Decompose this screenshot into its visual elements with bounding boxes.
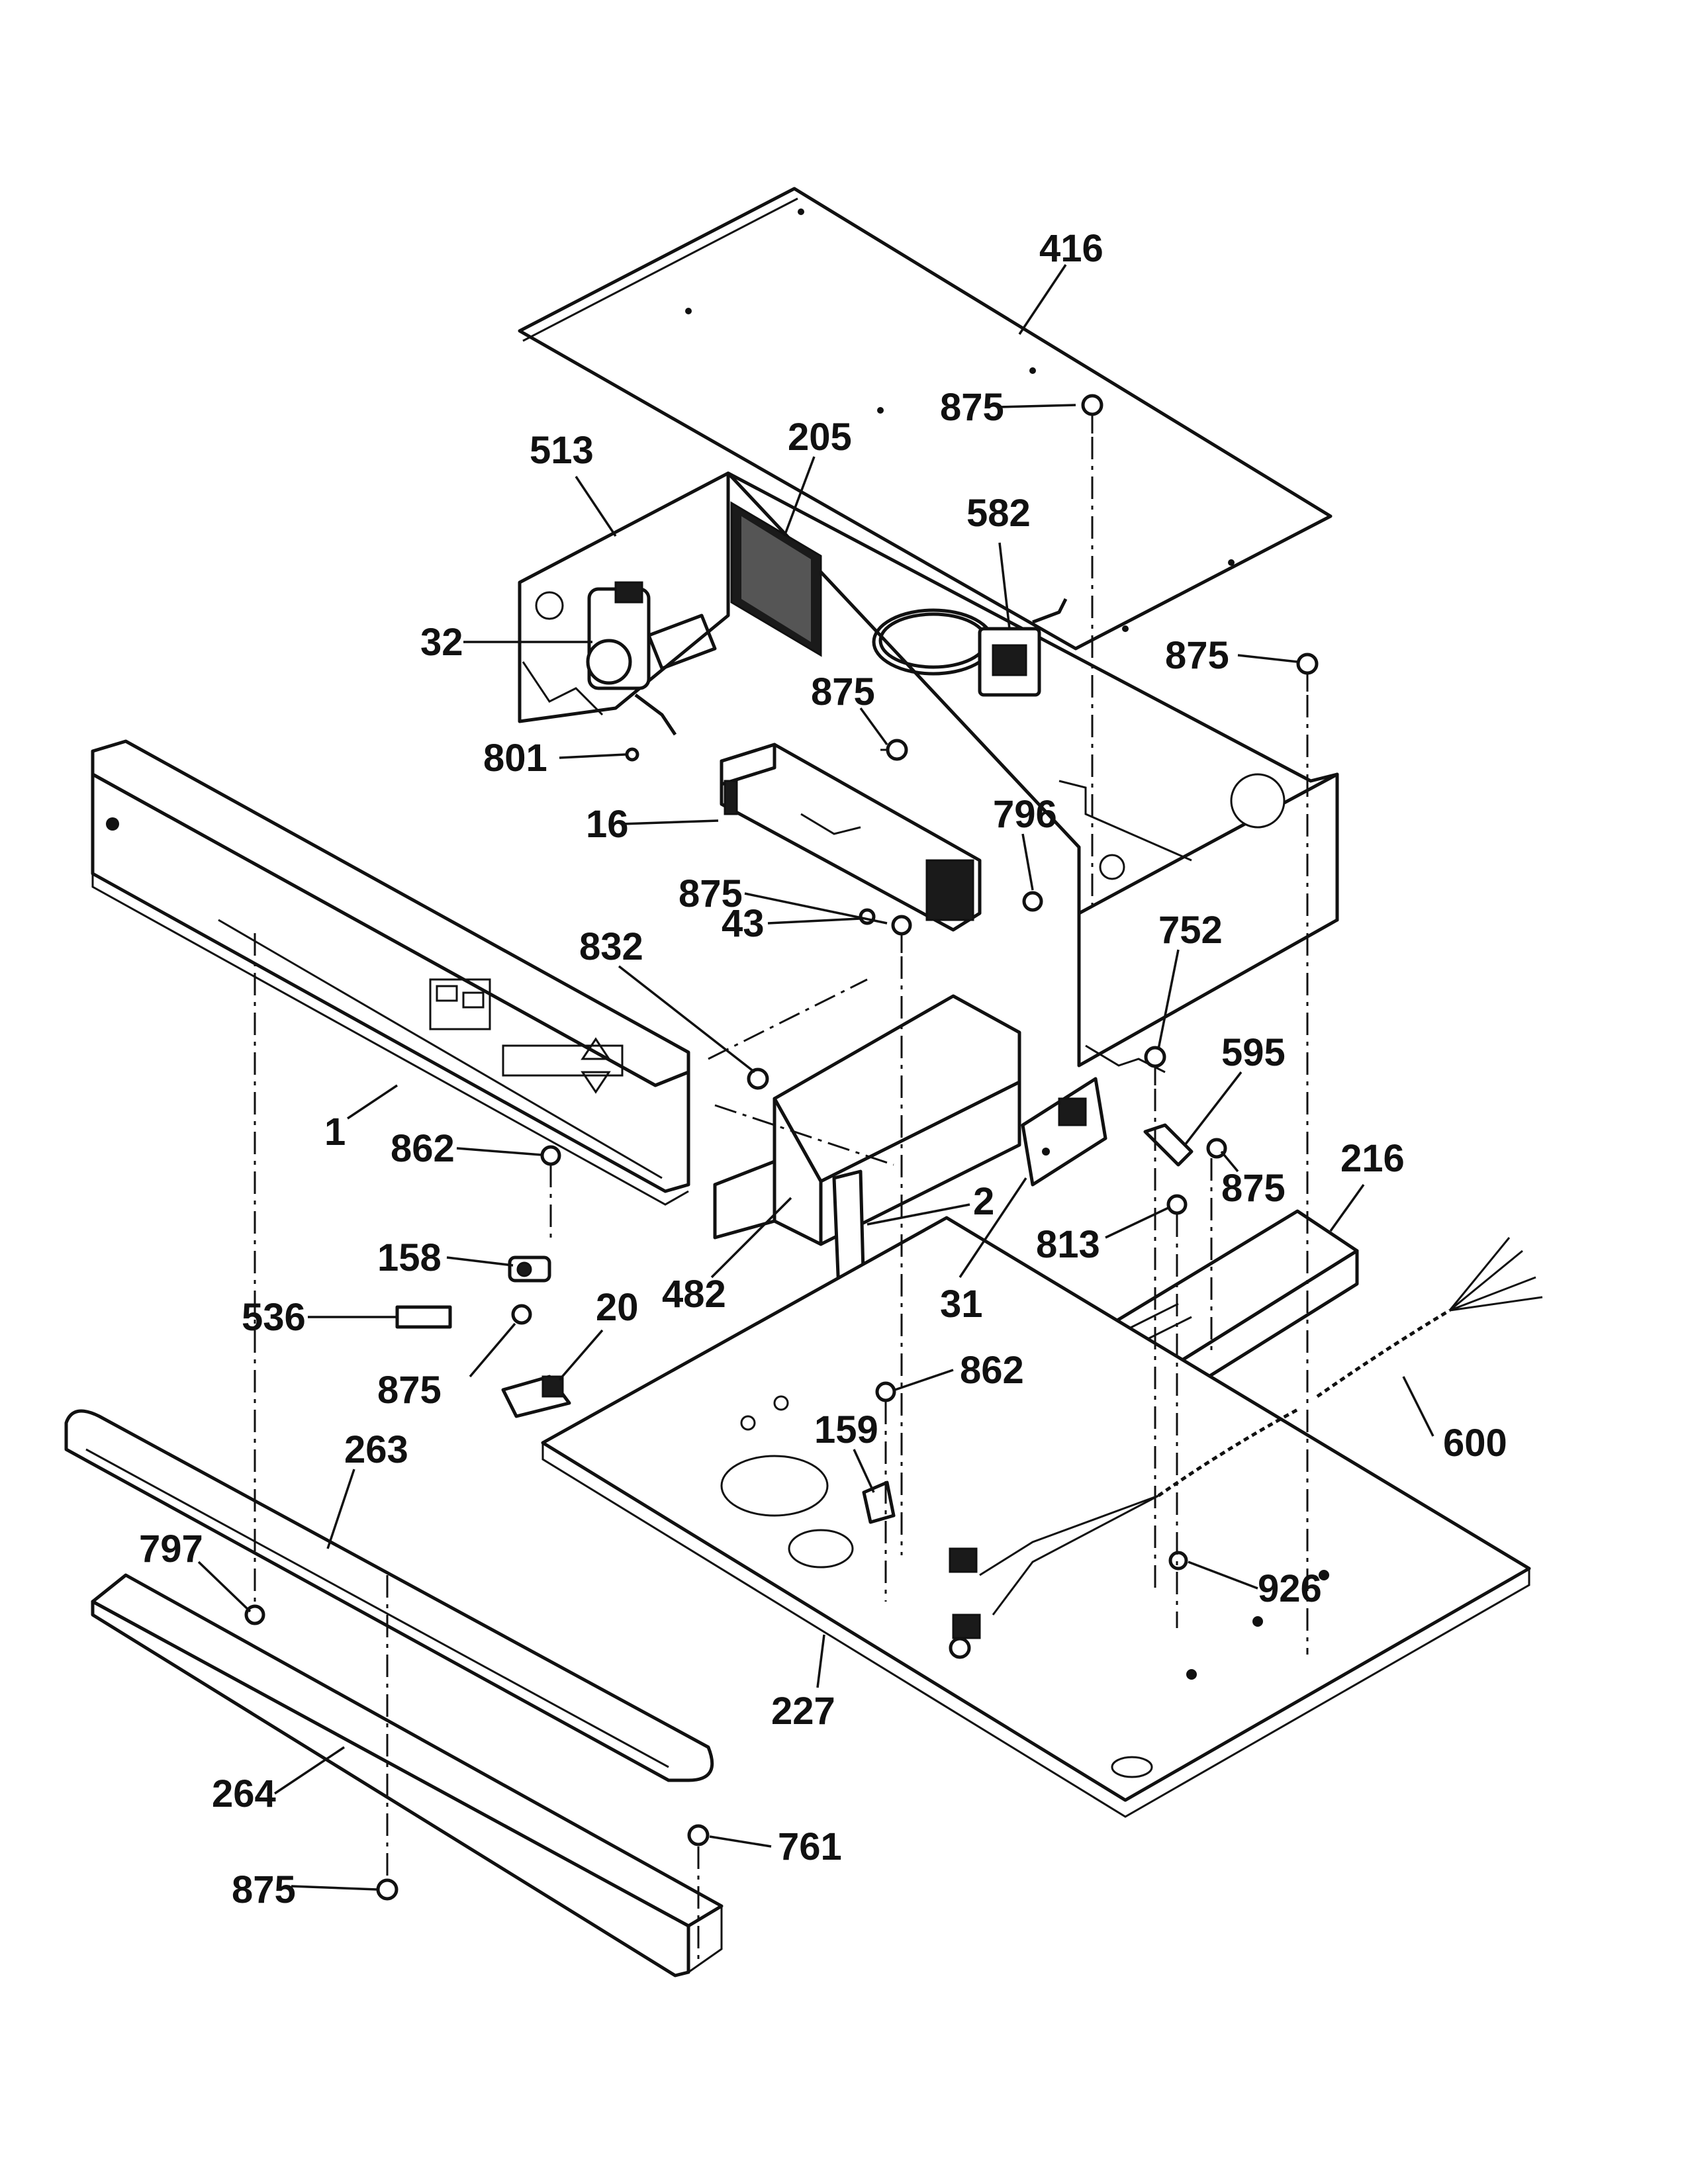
part-bracket: [713, 994, 1021, 1309]
callout-595: 595: [1221, 1031, 1286, 1074]
callout-875: 875: [811, 670, 875, 713]
part-relay-board: [1021, 1077, 1107, 1187]
part-base-plate: [541, 1216, 1531, 1818]
part-wire-harness: [949, 1237, 1543, 1659]
callout-482: 482: [662, 1273, 726, 1316]
callout-536: 536: [242, 1296, 306, 1339]
callout-20: 20: [596, 1286, 639, 1329]
callout-205: 205: [788, 416, 852, 459]
callout-862: 862: [391, 1127, 455, 1170]
callout-926: 926: [1258, 1567, 1322, 1610]
callout-752: 752: [1158, 909, 1223, 952]
part-top-cover: [518, 187, 1333, 651]
part-lower-trim: [64, 1409, 714, 1782]
callout-labels: 416 875 513 205 582 32 875 875 801 16 79…: [139, 227, 1507, 1911]
callout-582: 582: [966, 492, 1031, 535]
callout-263: 263: [344, 1428, 408, 1471]
callout-761: 761: [778, 1825, 842, 1868]
leader-lines: [197, 264, 1434, 1891]
alignment-lines: [254, 437, 1309, 1959]
callout-796: 796: [993, 793, 1057, 836]
part-control-panel: [91, 739, 690, 1206]
callout-2: 2: [973, 1180, 994, 1223]
callout-875: 875: [377, 1369, 442, 1412]
control-keypad: [429, 978, 624, 1094]
callout-264: 264: [212, 1772, 276, 1815]
callout-216: 216: [1340, 1137, 1405, 1180]
callout-875: 875: [679, 872, 743, 915]
part-fan-motor: [586, 581, 717, 736]
callout-600: 600: [1443, 1422, 1507, 1465]
part-small-hardware: [395, 1123, 1194, 1524]
callout-227: 227: [771, 1690, 835, 1733]
part-control-board: [720, 743, 982, 932]
callout-416: 416: [1039, 227, 1103, 270]
part-transformer: [872, 598, 1068, 697]
callout-513: 513: [530, 429, 594, 472]
callout-862: 862: [960, 1349, 1024, 1392]
callout-31: 31: [940, 1283, 983, 1326]
part-trim-bracket: [91, 1573, 724, 1978]
callout-875: 875: [232, 1868, 296, 1911]
callout-16: 16: [586, 803, 629, 846]
callout-43: 43: [722, 902, 765, 945]
callout-158: 158: [377, 1236, 442, 1279]
callout-32: 32: [420, 621, 463, 664]
part-grille: [730, 501, 822, 657]
callout-1: 1: [324, 1111, 346, 1154]
callout-797: 797: [139, 1527, 203, 1570]
callout-875: 875: [940, 386, 1004, 429]
callout-159: 159: [814, 1408, 878, 1451]
callout-875: 875: [1221, 1167, 1286, 1210]
callout-832: 832: [579, 925, 643, 968]
screw-fasteners: [244, 394, 1319, 1901]
callout-813: 813: [1036, 1223, 1100, 1266]
callout-875: 875: [1165, 634, 1229, 677]
callout-801: 801: [483, 737, 547, 780]
